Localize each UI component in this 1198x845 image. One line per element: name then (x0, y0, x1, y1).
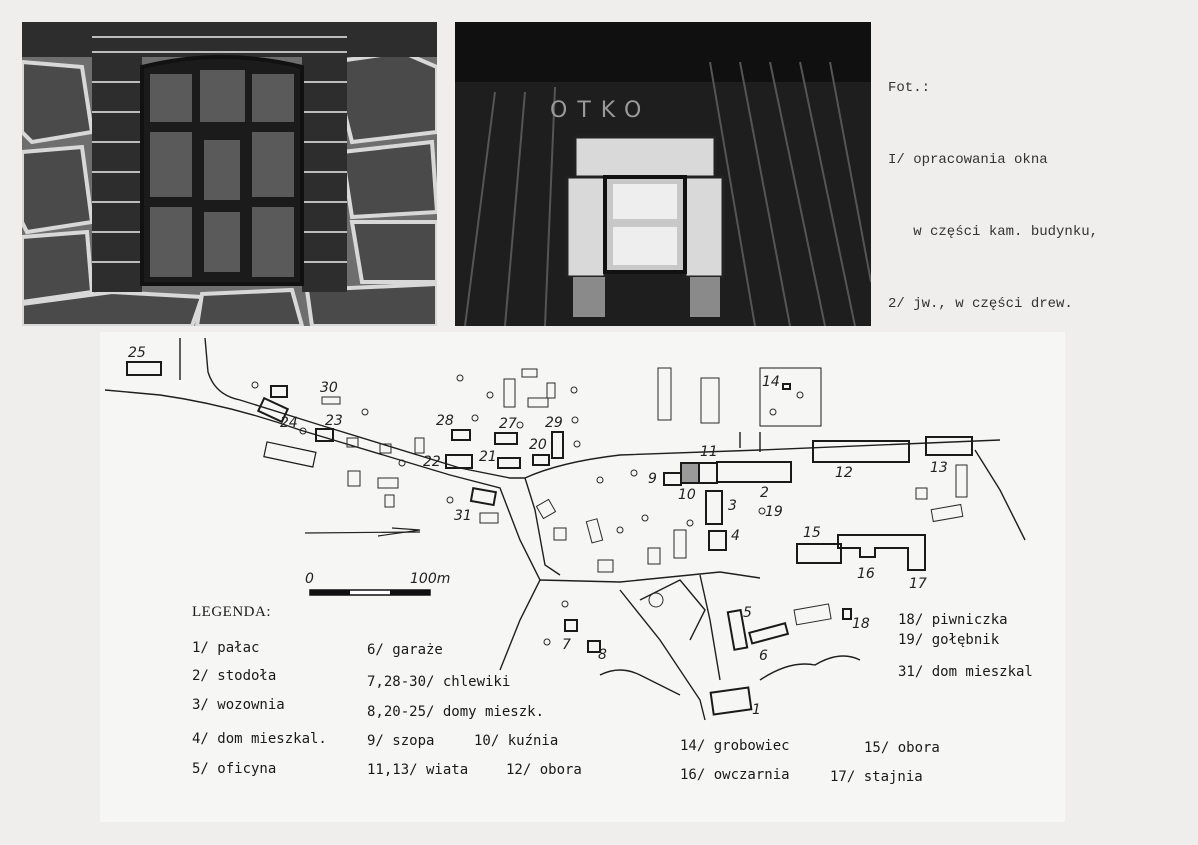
building-28 (451, 429, 471, 441)
label-2: 2 (760, 485, 769, 501)
label-14: 14 (762, 374, 780, 390)
building-13 (925, 436, 973, 456)
building-large-1 (263, 441, 317, 468)
legend-item-4: 4/ dom mieszkal. (192, 731, 327, 747)
building-3 (705, 490, 723, 525)
legend-item-17: 17/ stajnia (830, 769, 923, 785)
legend-item-31: 31/ dom mieszkal (898, 664, 1033, 680)
legend-title: LEGENDA: (192, 604, 271, 620)
building-7 (564, 619, 578, 632)
building-8 (587, 640, 601, 653)
legend-item-10: 10/ kuźnia (474, 733, 559, 749)
photo-stone-window (22, 22, 437, 326)
building-29 (551, 431, 564, 459)
label-6: 6 (759, 648, 768, 664)
building-23 (315, 428, 334, 442)
label-3: 3 (728, 498, 737, 514)
minor-structures (251, 367, 968, 646)
label-5: 5 (743, 605, 752, 621)
label-31: 31 (454, 508, 472, 524)
building-2 (716, 461, 792, 483)
building-4 (708, 530, 727, 551)
label-18: 18 (852, 616, 870, 632)
tomb-mark (782, 383, 791, 390)
map-paper (100, 332, 1065, 822)
building-15 (796, 543, 842, 564)
stone-window-image (22, 22, 437, 326)
legend-item-3: 3/ wozownia (192, 697, 285, 713)
label-12: 12 (835, 465, 853, 481)
photo-wooden-window: OTKO (455, 22, 871, 326)
label-27: 27 (499, 416, 517, 432)
label-1: 1 (752, 702, 761, 718)
inscription-text: OTKO (550, 98, 651, 123)
building-30 (270, 385, 288, 398)
caption-heading: Fot.: (888, 80, 931, 96)
building-20 (532, 454, 550, 466)
label-28: 28 (436, 413, 454, 429)
building-12 (812, 440, 910, 463)
roads (104, 337, 1026, 721)
building-18 (842, 608, 852, 620)
label-23: 23 (325, 413, 343, 429)
label-17: 17 (909, 576, 927, 592)
label-13: 13 (930, 460, 948, 476)
label-22: 22 (423, 454, 441, 470)
scale-length-label: 100m (410, 571, 450, 587)
legend-item-12: 12/ obora (506, 762, 582, 778)
label-4: 4 (731, 528, 740, 544)
legend-item-6: 6/ garaże (367, 642, 443, 658)
label-9: 9 (648, 471, 657, 487)
label-24: 24 (280, 415, 298, 431)
north-arrow (304, 527, 421, 537)
label-15: 15 (803, 525, 821, 541)
scale-zero-label: 0 (305, 571, 314, 587)
building-16-17 (837, 534, 926, 571)
label-16: 16 (857, 566, 875, 582)
building-21 (497, 457, 521, 469)
label-11: 11 (700, 444, 718, 460)
building-6 (748, 622, 790, 645)
building-10 (680, 462, 700, 484)
legend-item-14: 14/ grobowiec (680, 738, 790, 754)
caption-line-2: w części kam. budynku, (888, 224, 1099, 240)
legend-item-9: 9/ szopa (367, 733, 435, 749)
building-27 (494, 432, 518, 445)
legend-item-11: 11,13/ wiata (367, 762, 469, 778)
scale-bar: 0 100m (305, 571, 450, 596)
building-5 (726, 608, 749, 651)
photo-caption: Fot.: I/ opracowania okna w części kam. … (888, 28, 1098, 364)
map-labels: 25 30 24 23 28 27 29 20 22 21 31 11 9 10… (128, 345, 948, 718)
legend-item-18: 18/ piwniczka (898, 612, 1008, 628)
legend-item-16: 16/ owczarnia (680, 767, 790, 783)
label-10: 10 (678, 487, 696, 503)
label-30: 30 (320, 380, 338, 396)
legend-item-15: 15/ obora (864, 740, 940, 756)
building-14 (759, 367, 822, 427)
label-29: 29 (545, 415, 563, 431)
legend-item-8: 8,20-25/ domy mieszk. (367, 704, 545, 720)
building-31 (469, 487, 498, 507)
label-25: 25 (128, 345, 146, 361)
building-25 (126, 361, 162, 376)
caption-line-3: 2/ jw., w części drew. (888, 296, 1073, 312)
building-1 (709, 686, 753, 716)
label-19: 19 (765, 504, 783, 520)
label-21: 21 (479, 449, 497, 465)
label-20: 20 (529, 437, 547, 453)
legend-item-1: 1/ pałac (192, 640, 260, 656)
caption-line-1: I/ opracowania okna (888, 152, 1048, 168)
legend-item-5: 5/ oficyna (192, 761, 277, 777)
building-22 (445, 454, 473, 469)
wooden-window-image: OTKO (455, 22, 871, 326)
label-8: 8 (598, 647, 607, 663)
label-7: 7 (562, 637, 571, 653)
legend-item-2: 2/ stodoła (192, 668, 277, 684)
buildings (126, 361, 973, 716)
legend-item-7: 7,28-30/ chlewiki (367, 674, 511, 690)
legend-item-19: 19/ gołębnik (898, 632, 1000, 648)
building-24 (256, 396, 290, 424)
